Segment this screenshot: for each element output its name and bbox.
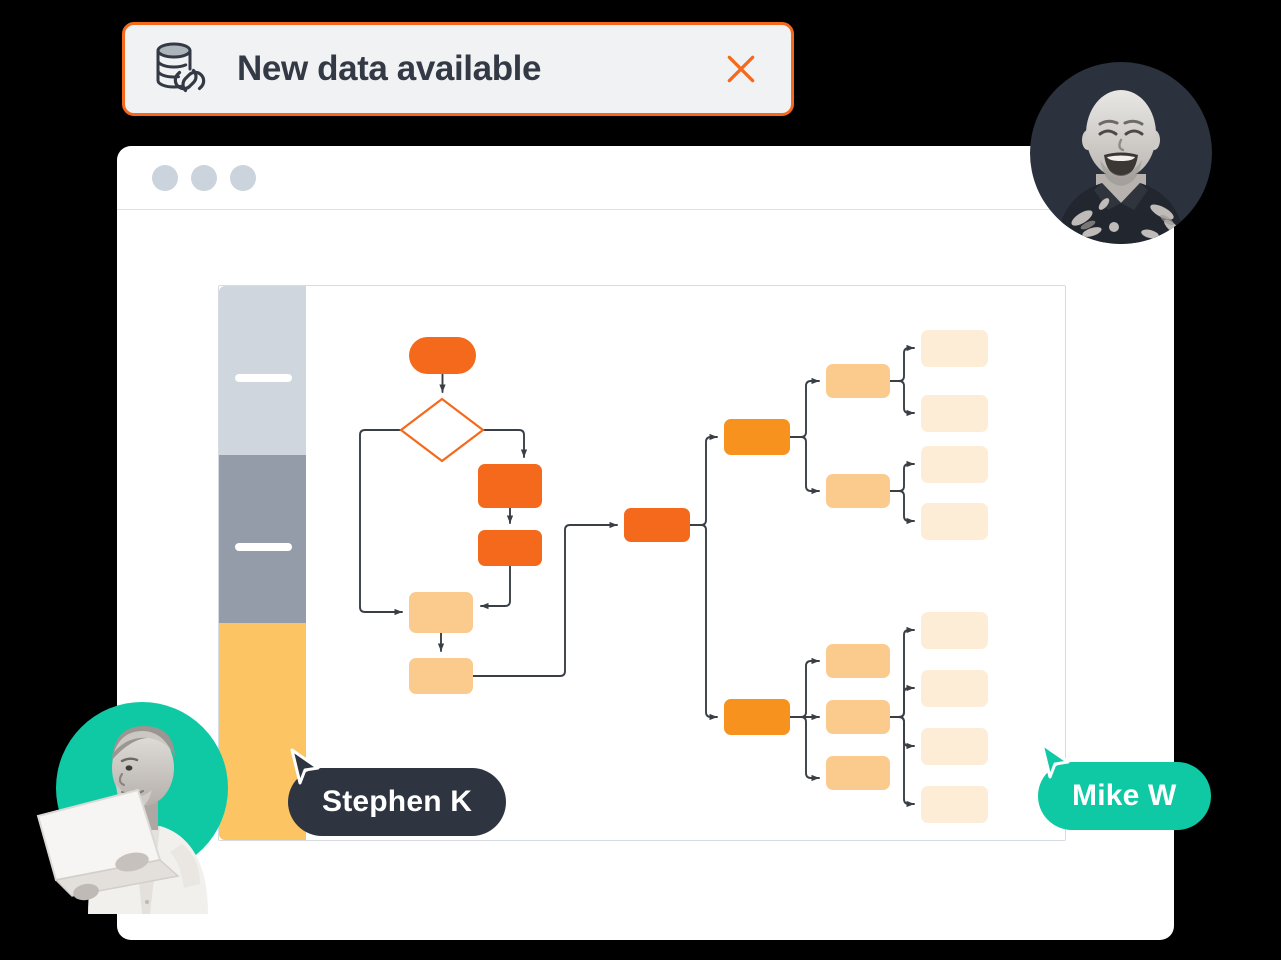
edge-midtop1-leaf1 xyxy=(889,344,915,382)
cursor-mike[interactable]: Mike W xyxy=(1038,742,1211,830)
cursor-label-text: Stephen K xyxy=(322,785,473,818)
browser-window xyxy=(117,146,1174,940)
flow-node-process-4[interactable] xyxy=(409,658,473,694)
sidebar-handle-2[interactable] xyxy=(235,543,292,551)
edge-hub-root-bottom xyxy=(689,524,718,721)
cursor-label-text: Mike W xyxy=(1072,779,1177,812)
flow-node-decision[interactable] xyxy=(399,397,485,463)
flow-node-process-3[interactable] xyxy=(409,592,473,633)
edge-decision-p1 xyxy=(482,429,528,458)
tree-node-leaf-top-4[interactable] xyxy=(921,503,988,540)
edge-midbot-leaf2 xyxy=(889,684,915,718)
edge-rootbot-mid1 xyxy=(789,657,820,718)
edge-roottop-mid2 xyxy=(789,436,820,495)
tree-node-root-top[interactable] xyxy=(724,419,790,455)
edge-midtop1-leaf2 xyxy=(889,380,915,417)
database-link-icon xyxy=(153,40,211,98)
sidebar-band-medium[interactable] xyxy=(219,455,306,623)
edge-p4-hub xyxy=(472,521,618,677)
tree-node-mid-top-2[interactable] xyxy=(826,474,890,508)
close-icon[interactable] xyxy=(721,49,761,89)
cursor-pointer-icon xyxy=(1040,742,1070,779)
window-dot-1[interactable] xyxy=(152,164,178,191)
edge-midtop2-leaf3 xyxy=(889,460,915,492)
edge-hub-root-top xyxy=(689,433,718,526)
cursor-pointer-icon xyxy=(290,748,320,785)
edge-midbot-leaf4 xyxy=(889,716,915,808)
notification-title: New data available xyxy=(237,49,542,88)
tree-node-root-bottom[interactable] xyxy=(724,699,790,735)
new-data-notification[interactable]: New data available xyxy=(122,22,794,116)
window-dot-3[interactable] xyxy=(230,164,256,191)
tree-node-mid-bottom-1[interactable] xyxy=(826,644,890,678)
tree-node-leaf-bottom-1[interactable] xyxy=(921,612,988,649)
tree-node-mid-top-1[interactable] xyxy=(826,364,890,398)
tree-node-leaf-top-2[interactable] xyxy=(921,395,988,432)
sidebar-band-light[interactable] xyxy=(219,286,306,455)
avatar-mike[interactable] xyxy=(1030,62,1212,244)
edge-p2-p3 xyxy=(480,565,511,610)
cursor-stephen[interactable]: Stephen K xyxy=(288,748,507,836)
sidebar-handle-1[interactable] xyxy=(235,374,292,382)
avatar-stephen[interactable] xyxy=(36,702,228,914)
flow-node-hub[interactable] xyxy=(624,508,690,542)
flow-node-process-2[interactable] xyxy=(478,530,542,566)
edge-roottop-mid1 xyxy=(789,377,820,438)
tree-node-mid-bottom-3[interactable] xyxy=(826,756,890,790)
window-dot-2[interactable] xyxy=(191,164,217,191)
tree-node-leaf-top-1[interactable] xyxy=(921,330,988,367)
flow-node-process-1[interactable] xyxy=(478,464,542,508)
edge-rootbot-mid3 xyxy=(789,716,820,782)
flow-node-start[interactable] xyxy=(409,337,476,374)
cursor-label-mike[interactable]: Mike W xyxy=(1038,762,1211,830)
tree-node-leaf-bottom-4[interactable] xyxy=(921,786,988,823)
edge-midtop2-leaf4 xyxy=(889,490,915,525)
edge-midbot-leaf3 xyxy=(889,716,915,750)
tree-node-leaf-bottom-2[interactable] xyxy=(921,670,988,707)
cursor-label-stephen[interactable]: Stephen K xyxy=(288,768,507,836)
edge-decision-p3 xyxy=(359,429,403,616)
tree-node-leaf-bottom-3[interactable] xyxy=(921,728,988,765)
edge-midbot-leaf1 xyxy=(889,626,915,718)
diagram-graph xyxy=(359,330,988,823)
window-titlebar xyxy=(117,146,1174,210)
tree-node-leaf-top-3[interactable] xyxy=(921,446,988,483)
tree-node-mid-bottom-2[interactable] xyxy=(826,700,890,734)
